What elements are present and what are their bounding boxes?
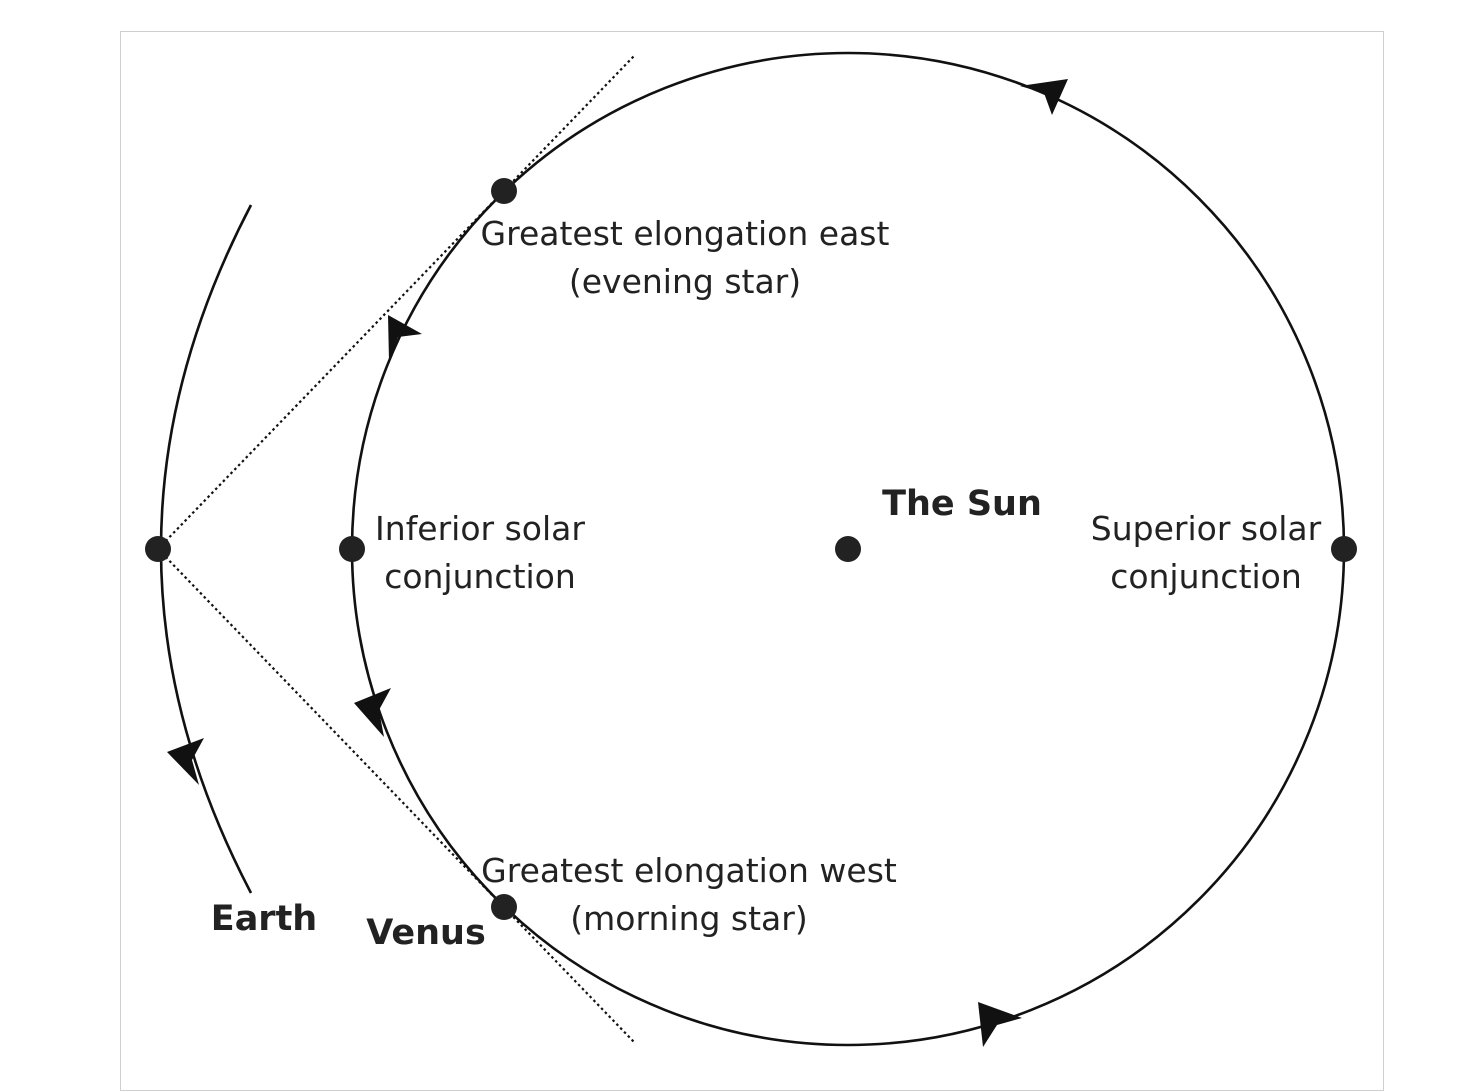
earth-marker [145, 536, 171, 562]
superior-conjunction-marker [1331, 536, 1357, 562]
arrow-icon [978, 1002, 1022, 1047]
elongation-east-sublabel: (evening star) [569, 262, 801, 301]
sight-line-west [157, 548, 635, 1043]
elongation-west-marker [491, 894, 517, 920]
sun-label: The Sun [882, 484, 1042, 524]
arrow-icon [388, 315, 422, 361]
inferior-conjunction-sublabel: conjunction [384, 557, 576, 596]
elongation-east-marker [491, 178, 517, 204]
elongation-east-label: Greatest elongation east [481, 214, 890, 253]
venus-label: Venus [366, 913, 486, 953]
sight-line-east [157, 55, 635, 550]
superior-conjunction-label: Superior solar [1091, 509, 1322, 548]
arrow-icon [167, 738, 204, 785]
arrow-icon [1020, 79, 1068, 115]
elongation-west-label: Greatest elongation west [481, 851, 897, 890]
earth-orbit-arc [159, 204, 253, 894]
inferior-conjunction-marker [339, 536, 365, 562]
elongation-west-sublabel: (morning star) [570, 899, 807, 938]
earth-label: Earth [211, 899, 317, 939]
superior-conjunction-sublabel: conjunction [1110, 557, 1302, 596]
sun-marker [835, 536, 861, 562]
inferior-conjunction-label: Inferior solar [375, 509, 585, 548]
arrow-icon [354, 688, 391, 737]
